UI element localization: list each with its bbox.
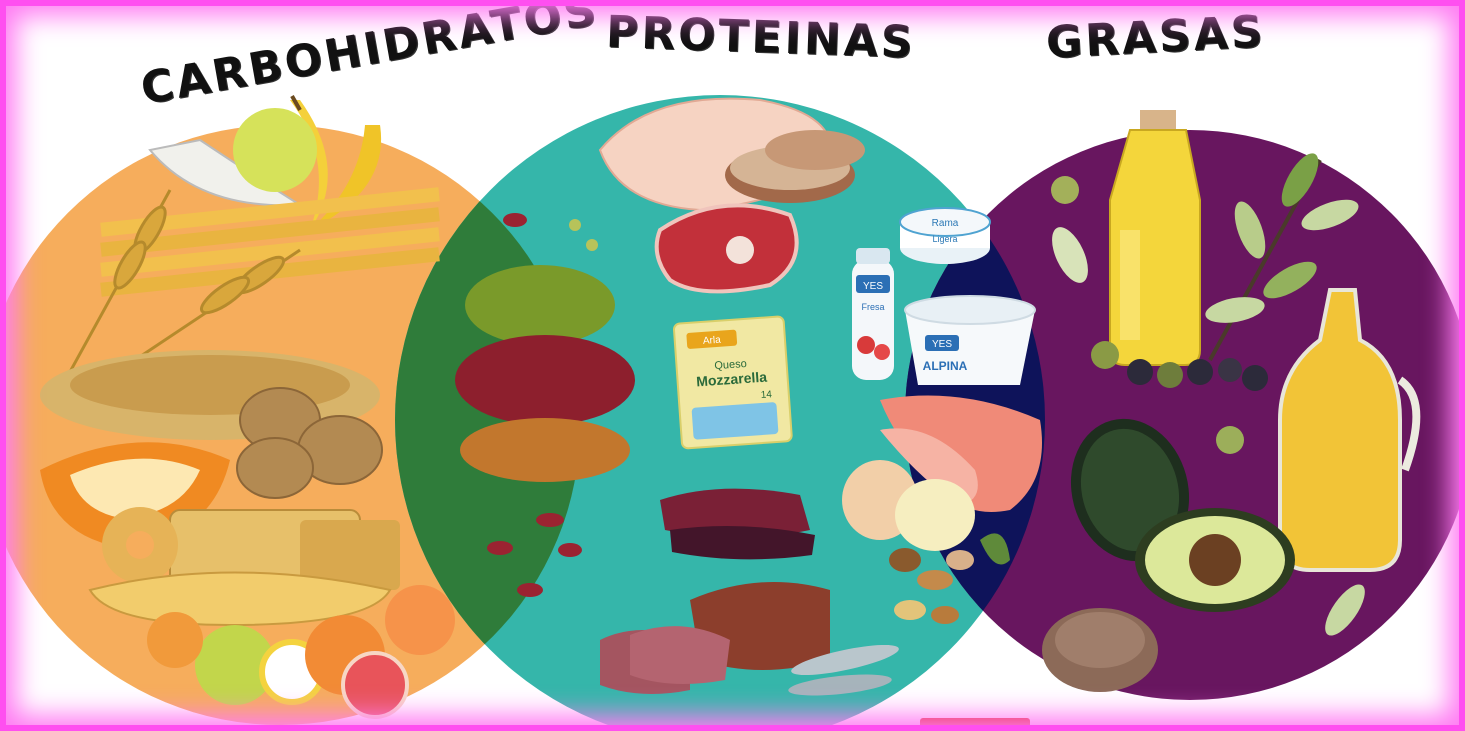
- mozzarella-pack: Arla Queso Mozzarella 14: [674, 316, 792, 448]
- mozzarella-brand: Arla: [703, 335, 722, 347]
- flax-seeds-illustration: [1042, 608, 1158, 692]
- cup-label: ALPINA: [923, 359, 968, 373]
- proteinas-title: PROTEINAS: [605, 7, 916, 69]
- bottle-label: Fresa: [861, 302, 884, 312]
- butter-brand: Rama: [932, 218, 959, 229]
- cup-brand: YES: [932, 339, 952, 350]
- butter-label: Ligera: [932, 234, 957, 244]
- tuna-illustration: [660, 489, 815, 560]
- butter-tub: Rama Ligera: [900, 208, 990, 264]
- yogurt-cup: YES ALPINA: [905, 296, 1035, 385]
- mozzarella-weight: 14: [760, 389, 772, 401]
- cropped-red-text-fragment: [920, 718, 1030, 731]
- bottle-brand: YES: [863, 281, 883, 292]
- apple-illustration: [233, 108, 317, 192]
- yogurt-bottle: YES Fresa: [852, 248, 894, 380]
